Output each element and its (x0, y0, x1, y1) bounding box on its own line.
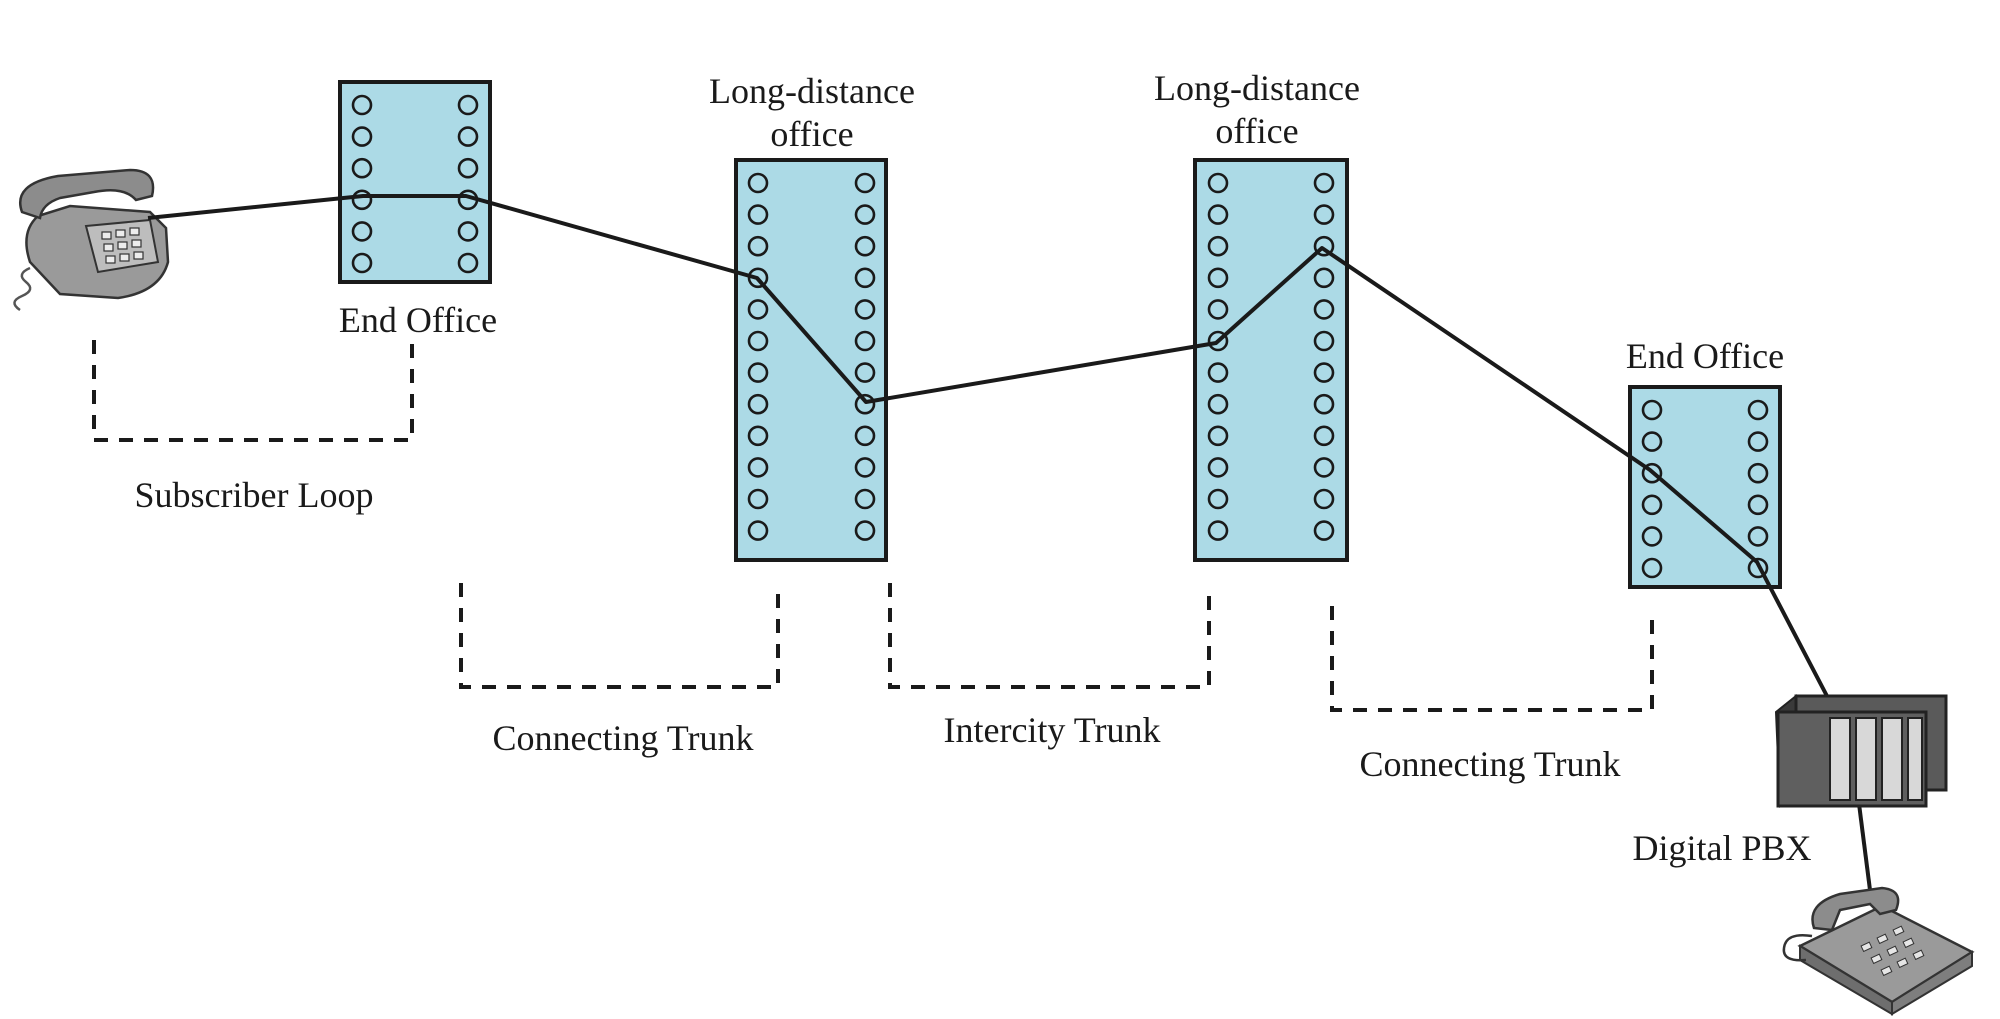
long-distance-office-right-label-line1: Long-distance (1154, 68, 1360, 108)
port-circle (1207, 204, 1229, 225)
port-circle (1313, 425, 1335, 447)
port-circle (1641, 494, 1663, 516)
port-circle (1207, 235, 1229, 257)
intercity-trunk-label: Intercity Trunk (943, 710, 1160, 750)
subscriber-loop-label: Subscriber Loop (135, 475, 374, 515)
port-circle (854, 204, 876, 225)
long-distance-office-left-box (734, 158, 888, 562)
connecting-trunk-left-bracket (459, 583, 780, 689)
port-circle (854, 520, 876, 541)
pbx-cabinet-icon (1774, 693, 1948, 809)
digital-pbx-label: Digital PBX (1632, 828, 1811, 868)
long-distance-office-left-label-line2: office (770, 114, 853, 154)
port-circle (457, 252, 479, 274)
port-circle (351, 221, 373, 242)
port-circle (1641, 431, 1663, 452)
port-circle (1641, 557, 1663, 579)
port-circle (854, 267, 876, 289)
port-circle (457, 157, 479, 179)
port-circle (1313, 267, 1335, 289)
port-circle (854, 425, 876, 447)
port-circle (1313, 172, 1335, 194)
port-circle (1747, 431, 1769, 452)
port-circle (854, 235, 876, 257)
port-circle (457, 94, 479, 116)
port-circle (1313, 393, 1335, 415)
port-circle (1207, 267, 1229, 289)
end-office-left-box (338, 80, 492, 284)
port-circle (747, 204, 769, 225)
port-circle (747, 425, 769, 447)
port-circle (1207, 425, 1229, 447)
port-circle (1313, 299, 1335, 320)
port-circle (351, 252, 373, 274)
port-circle (351, 94, 373, 116)
port-circle (1313, 488, 1335, 510)
subscriber-loop-bracket (92, 340, 414, 442)
port-circle (1641, 462, 1663, 484)
port-circle (1313, 362, 1335, 383)
port-circle (747, 330, 769, 352)
port-circle (351, 157, 373, 179)
intercity-trunk-bracket (888, 583, 1211, 689)
pbx-to-phone-line (1856, 795, 1872, 891)
port-circle (1747, 462, 1769, 484)
port-circle (747, 520, 769, 541)
long-distance-office-right-label-line2: office (1215, 111, 1298, 151)
port-circle (1747, 494, 1769, 516)
port-circle (1313, 235, 1335, 257)
port-circle (747, 235, 769, 257)
connecting-trunk-right-bracket (1330, 606, 1654, 712)
call-path-line (147, 194, 1830, 699)
port-circle (1313, 520, 1335, 541)
port-circle (854, 457, 876, 478)
port-circle (1313, 204, 1335, 225)
port-circle (351, 189, 373, 211)
connecting-trunk-left-label: Connecting Trunk (492, 718, 753, 758)
port-circle (1207, 457, 1229, 478)
desk-phone-icon (1782, 886, 1975, 1016)
connecting-trunk-right-label: Connecting Trunk (1359, 744, 1620, 784)
port-circle (1747, 526, 1769, 547)
port-circle (854, 299, 876, 320)
port-circle (1747, 399, 1769, 421)
port-circle (854, 488, 876, 510)
port-circle (854, 393, 876, 415)
port-circle (747, 362, 769, 383)
port-circle (1207, 362, 1229, 383)
long-distance-office-right-box (1193, 158, 1349, 562)
port-circle (1313, 330, 1335, 352)
port-circle (1207, 330, 1229, 352)
end-office-right-label: End Office (1626, 336, 1784, 376)
port-circle (1207, 520, 1229, 541)
port-circle (1313, 457, 1335, 478)
port-circle (854, 362, 876, 383)
end-office-left-label: End Office (339, 300, 497, 340)
port-circle (351, 126, 373, 147)
port-circle (854, 172, 876, 194)
long-distance-office-left-label-line1: Long-distance (709, 71, 915, 111)
port-circle (1641, 526, 1663, 547)
port-circle (747, 299, 769, 320)
telephone-icon (13, 168, 170, 312)
port-circle (1207, 393, 1229, 415)
end-office-right-box (1628, 385, 1782, 589)
port-circle (1747, 557, 1769, 579)
port-circle (1641, 399, 1663, 421)
port-circle (747, 393, 769, 415)
port-circle (1207, 172, 1229, 194)
port-circle (747, 488, 769, 510)
port-circle (457, 126, 479, 147)
office-ports (351, 94, 1769, 579)
port-circle (854, 330, 876, 352)
port-circle (747, 457, 769, 478)
port-circle (457, 221, 479, 242)
port-circle (747, 172, 769, 194)
port-circle (1207, 299, 1229, 320)
port-circle (1207, 488, 1229, 510)
